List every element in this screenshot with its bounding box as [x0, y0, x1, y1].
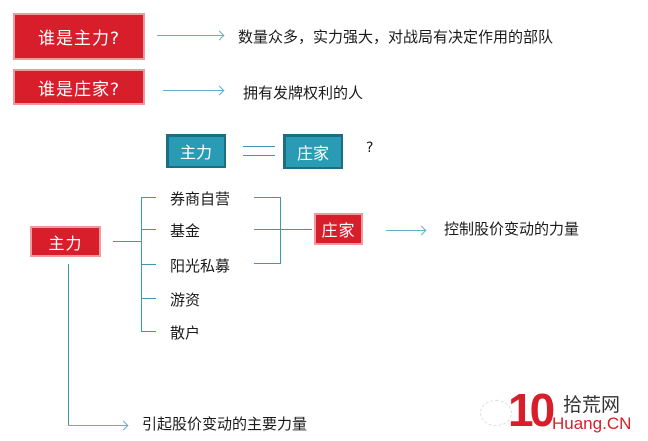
- group-connector: [280, 229, 312, 230]
- banker-definition: 控制股价变动的力量: [444, 220, 580, 238]
- arrow-head-icon: [214, 85, 225, 96]
- branch-tick: [141, 264, 156, 265]
- equals-sign-bottom: [243, 155, 275, 156]
- group-tick: [254, 197, 280, 198]
- logo-name-cn: 拾荒网: [563, 394, 621, 416]
- tree-root-label: 主力: [48, 233, 83, 253]
- branch-item: 阳光私募: [170, 257, 231, 275]
- equation-right-box: 庄家: [283, 134, 343, 169]
- banker-box: 庄家: [314, 213, 363, 245]
- arrow-head-icon: [416, 225, 427, 236]
- arrow-head-icon: [118, 420, 129, 431]
- equation-right-label: 庄家: [296, 143, 329, 163]
- question-box-main-force: 谁是主力?: [13, 13, 145, 60]
- logo-name-en: Huang.CN: [552, 414, 632, 433]
- root-connector: [113, 241, 141, 242]
- tree-root-box: 主力: [30, 226, 101, 257]
- arrow-icon: [163, 90, 223, 91]
- branch-tick: [141, 197, 156, 198]
- branch-tick: [141, 331, 156, 332]
- question-mark: ?: [366, 140, 374, 156]
- question-box-banker: 谁是庄家?: [13, 69, 145, 105]
- branch-item: 基金: [170, 222, 201, 240]
- equation-left-label: 主力: [179, 143, 212, 162]
- logo-number: 10: [508, 384, 555, 436]
- main-force-definition: 引起股价变动的主要力量: [142, 415, 308, 433]
- right-bracket: [280, 197, 281, 264]
- branch-item: 券商自营: [170, 190, 231, 208]
- equation-left-box: 主力: [166, 134, 226, 168]
- question-label: 谁是庄家?: [37, 79, 121, 100]
- branch-item: 散户: [170, 324, 201, 342]
- banker-label: 庄家: [321, 221, 356, 240]
- arrow-icon: [68, 425, 127, 426]
- equals-sign-top: [243, 146, 275, 147]
- arrow-head-icon: [214, 30, 225, 41]
- question-label: 谁是主力?: [37, 29, 121, 49]
- arrow-icon: [386, 230, 425, 231]
- branch-tick: [141, 229, 156, 230]
- arrow-icon: [157, 35, 223, 36]
- group-tick: [254, 229, 280, 230]
- branch-item: 游资: [170, 291, 201, 309]
- answer-text: 拥有发牌权利的人: [243, 84, 364, 102]
- wechat-icon: [480, 400, 512, 426]
- answer-text: 数量众多，实力强大，对战局有决定作用的部队: [238, 28, 554, 46]
- group-tick: [254, 263, 280, 264]
- root-down-line: [68, 264, 69, 426]
- branch-tick: [141, 298, 156, 299]
